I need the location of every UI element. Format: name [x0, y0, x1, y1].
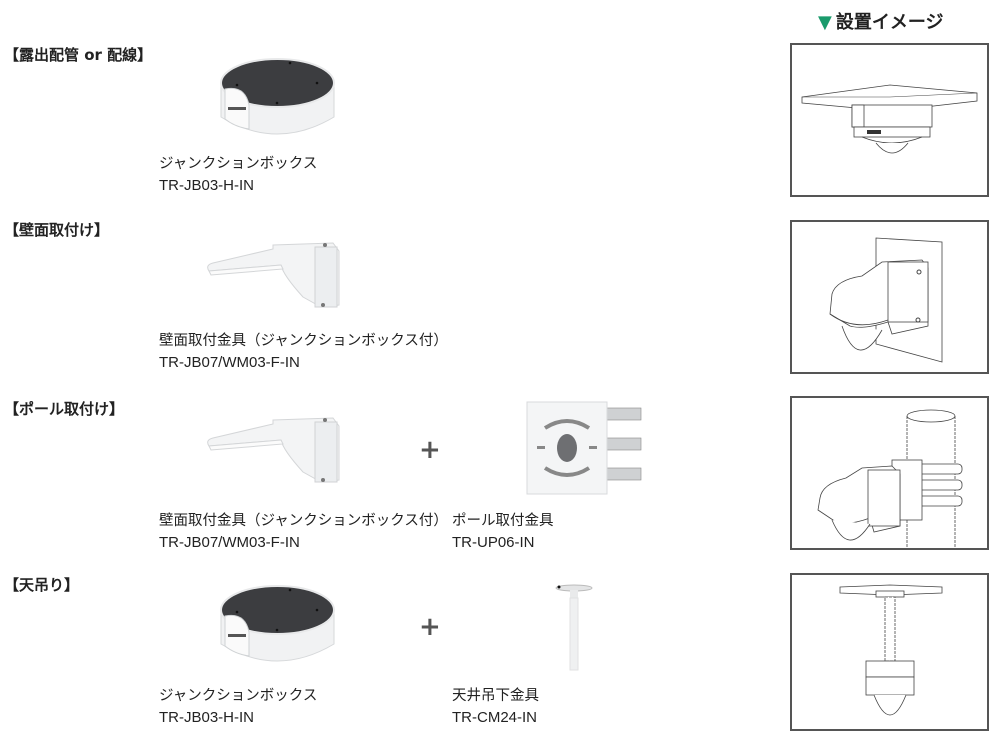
section-title-exposed-wiring: 【露出配管 or 配線】	[4, 46, 153, 64]
plus-icon: +	[419, 435, 441, 465]
product-name: ジャンクションボックス	[159, 156, 318, 172]
pole-mount-adapter-image	[523, 398, 643, 502]
product-model: TR-CM24-IN	[452, 709, 537, 726]
install-image-label: 設置イメージ	[835, 12, 944, 33]
product-model: TR-JB07/WM03-F-IN	[159, 534, 300, 551]
wall-bracket-image	[203, 235, 343, 314]
junction-box-image	[215, 55, 340, 149]
junction-box-image	[215, 582, 340, 676]
plus-icon: +	[419, 612, 441, 642]
install-image-header: ▼設置イメージ	[818, 8, 943, 34]
product-caption: ジャンクションボックス TR-JB03-H-IN	[159, 153, 317, 197]
pendant-mount-image	[550, 582, 600, 676]
install-image-ceiling-direct	[790, 43, 989, 197]
install-image-pole-mount	[790, 396, 989, 550]
product-name: 壁面取付金具（ジャンクションボックス付）	[159, 513, 448, 529]
section-title-wall-mount: 【壁面取付け】	[4, 221, 110, 239]
install-image-wall-mount	[790, 220, 989, 374]
product-caption: ジャンクションボックス TR-JB03-H-IN	[159, 685, 317, 729]
product-model: TR-JB07/WM03-F-IN	[159, 354, 300, 371]
product-name: ジャンクションボックス	[159, 688, 318, 704]
section-title-pendant-mount: 【天吊り】	[4, 576, 80, 594]
product-caption: ポール取付金具 TR-UP06-IN	[452, 510, 554, 554]
section-title-pole-mount: 【ポール取付け】	[4, 400, 125, 418]
down-triangle-icon: ▼	[818, 12, 832, 33]
install-image-pendant-mount	[790, 573, 989, 731]
product-name: ポール取付金具	[452, 513, 554, 529]
product-caption: 壁面取付金具（ジャンクションボックス付） TR-JB07/WM03-F-IN	[159, 330, 448, 374]
product-caption: 天井吊下金具 TR-CM24-IN	[452, 685, 539, 729]
product-caption: 壁面取付金具（ジャンクションボックス付） TR-JB07/WM03-F-IN	[159, 510, 448, 554]
product-model: TR-JB03-H-IN	[159, 177, 255, 194]
product-name: 壁面取付金具（ジャンクションボックス付）	[159, 333, 448, 349]
product-model: TR-JB03-H-IN	[159, 709, 255, 726]
product-name: 天井吊下金具	[452, 688, 539, 704]
wall-bracket-image	[203, 410, 343, 489]
product-model: TR-UP06-IN	[452, 534, 535, 551]
